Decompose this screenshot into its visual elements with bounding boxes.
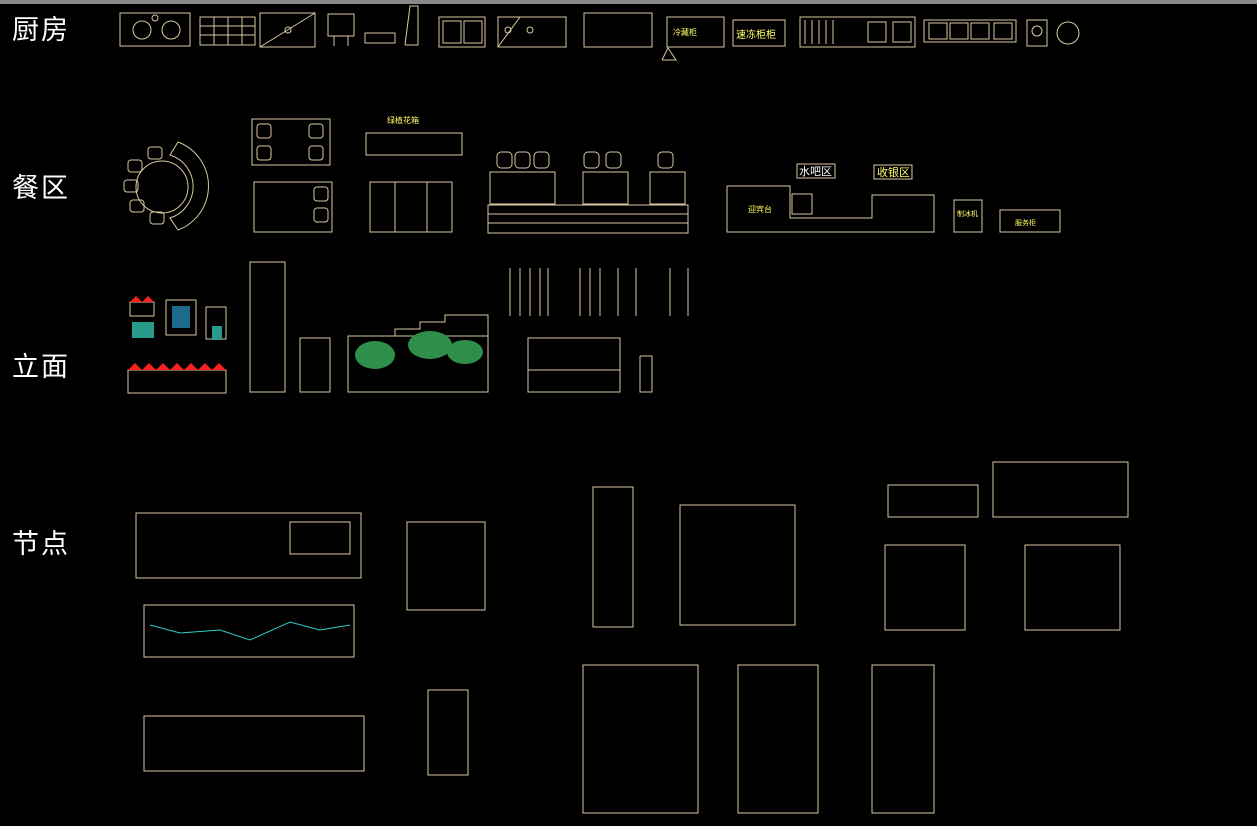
service-cabinet-label: 服务柜 bbox=[1015, 218, 1036, 227]
detail-n[interactable] bbox=[871, 664, 935, 814]
section-label-elevation: 立面 bbox=[12, 352, 70, 383]
detail-drawings bbox=[135, 461, 1129, 814]
detail-f[interactable] bbox=[592, 486, 634, 628]
booth-elevation[interactable] bbox=[369, 181, 453, 233]
bar-elevation[interactable] bbox=[527, 337, 621, 393]
dining-row bbox=[123, 118, 1061, 234]
ice-machine-label: 制冰机 bbox=[957, 209, 978, 218]
service-counter[interactable] bbox=[726, 185, 935, 233]
ice-machine[interactable] bbox=[953, 199, 983, 233]
detail-b[interactable] bbox=[143, 604, 355, 658]
long-counter[interactable] bbox=[799, 16, 916, 48]
freezer-cabinet[interactable] bbox=[732, 19, 786, 47]
water-bar-label: 水吧区 bbox=[799, 165, 832, 178]
detail-h[interactable] bbox=[887, 484, 979, 518]
stove-block[interactable] bbox=[119, 12, 191, 47]
double-sink[interactable] bbox=[438, 16, 486, 48]
cold-cabinet-label: 冷藏柜 bbox=[673, 27, 697, 37]
detail-c[interactable] bbox=[406, 521, 486, 611]
detail-e[interactable] bbox=[427, 689, 469, 776]
pattern-screen[interactable] bbox=[249, 261, 286, 393]
burner-counter[interactable] bbox=[923, 19, 1017, 43]
section-label-kitchen: 厨房 bbox=[12, 15, 70, 46]
round-drain[interactable] bbox=[1056, 21, 1080, 45]
tall-rack[interactable] bbox=[404, 5, 419, 46]
prep-table[interactable] bbox=[497, 16, 567, 48]
service-cabinet[interactable] bbox=[999, 209, 1061, 233]
round-table[interactable] bbox=[135, 160, 189, 214]
plant-box[interactable] bbox=[365, 132, 463, 156]
section-label-dining: 餐区 bbox=[12, 173, 70, 204]
bar-counter[interactable] bbox=[487, 204, 689, 234]
cashier-label: 收银区 bbox=[877, 165, 910, 179]
sink-block[interactable] bbox=[259, 12, 316, 48]
detail-a[interactable] bbox=[135, 512, 362, 579]
detail-d[interactable] bbox=[143, 715, 365, 772]
detail-m[interactable] bbox=[737, 664, 819, 814]
flower-planter-elevation[interactable] bbox=[127, 369, 227, 394]
detail-g[interactable] bbox=[679, 504, 796, 626]
bar-cabinet-2[interactable] bbox=[582, 171, 629, 205]
cold-cabinet[interactable] bbox=[666, 16, 725, 48]
pattern-panel[interactable] bbox=[299, 337, 331, 393]
reception-label: 迎宾台 bbox=[748, 204, 772, 214]
kitchen-row bbox=[119, 5, 1080, 61]
detail-j[interactable] bbox=[884, 544, 966, 631]
detail-l[interactable] bbox=[582, 664, 699, 814]
bar-cabinet-3[interactable] bbox=[649, 171, 686, 205]
plant-box-label: 绿植花箱 bbox=[387, 115, 419, 125]
small-sink[interactable] bbox=[364, 32, 396, 44]
curved-sofa[interactable] bbox=[169, 141, 209, 231]
freezer-cabinet-label: 速冻柜柜 bbox=[736, 28, 776, 41]
section-label-nodes: 节点 bbox=[12, 529, 70, 560]
four-seat-table[interactable] bbox=[251, 118, 331, 166]
hood-block[interactable] bbox=[327, 13, 355, 37]
bar-cabinet-1[interactable] bbox=[489, 171, 556, 205]
stool-elevation[interactable] bbox=[639, 355, 653, 393]
window-top-bar bbox=[0, 0, 1257, 4]
cad-drawing-canvas[interactable]: 冷藏柜 速冻柜柜 bbox=[0, 4, 1257, 826]
detail-i[interactable] bbox=[992, 461, 1129, 518]
small-stove[interactable] bbox=[1026, 19, 1048, 47]
elevation-row bbox=[127, 261, 689, 394]
framed-art[interactable] bbox=[165, 299, 197, 336]
worktable[interactable] bbox=[583, 12, 653, 48]
booth-table[interactable] bbox=[253, 181, 333, 233]
detail-k[interactable] bbox=[1024, 544, 1121, 631]
